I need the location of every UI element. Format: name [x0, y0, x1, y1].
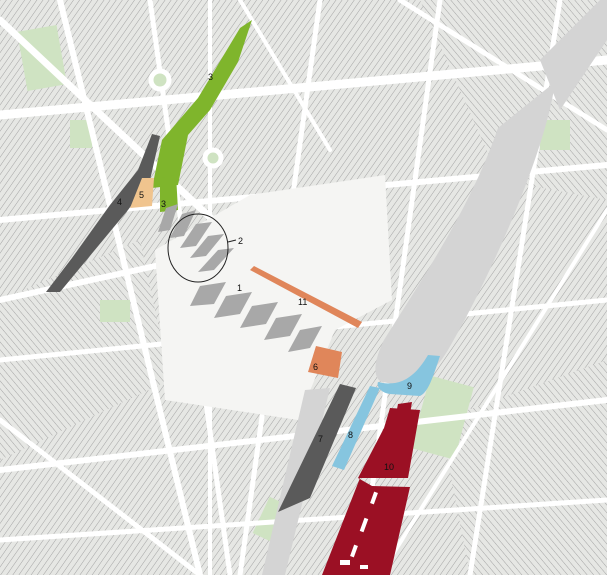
label-zone-9: 9 [407, 381, 412, 391]
roundabouts [148, 68, 224, 169]
label-zone-1: 1 [237, 283, 242, 293]
zone-2-leader [227, 239, 237, 243]
zone-1-stripes [158, 204, 322, 352]
zone-labels: 3 3 4 5 2 1 11 6 9 7 8 10 [117, 72, 412, 472]
zone-3-north [152, 20, 252, 188]
label-zone-10: 10 [384, 462, 394, 472]
zone-1-stripe [170, 210, 196, 238]
zone-1-stripe [190, 282, 226, 306]
rail-corridor [540, 0, 607, 110]
zone-2-outline [167, 213, 229, 283]
rail-yard [375, 82, 555, 384]
zone-11 [250, 266, 362, 328]
label-zone-4: 4 [117, 197, 122, 207]
zone-1-stripe [190, 234, 224, 258]
label-zone-5: 5 [139, 190, 144, 200]
label-zone-8: 8 [348, 430, 353, 440]
zone-1-stripe [264, 314, 302, 340]
zone-10-small [396, 402, 412, 414]
zone-1-stripe [180, 222, 212, 248]
zone-9 [377, 355, 440, 396]
zone-1-stripe [198, 248, 234, 272]
zone-4 [46, 134, 160, 292]
label-zone-7: 7 [318, 434, 323, 444]
zone-10 [322, 408, 420, 575]
zone-1-stripe [288, 326, 322, 352]
label-zone-3b: 3 [161, 199, 166, 209]
zone-1-stripe [240, 302, 278, 328]
zone-10-building-marks [340, 491, 378, 569]
label-zone-2: 2 [238, 236, 243, 246]
label-zone-3a: 3 [208, 72, 213, 82]
zone-6 [308, 346, 342, 378]
zone-7 [278, 384, 356, 512]
label-zone-6: 6 [313, 362, 318, 372]
zone-1-stripe [214, 292, 252, 318]
label-zone-11: 11 [298, 297, 307, 307]
zone-3-south [160, 175, 178, 212]
zone-5 [130, 178, 154, 208]
zone-1-stripe [158, 204, 178, 232]
zone-8 [332, 386, 380, 470]
